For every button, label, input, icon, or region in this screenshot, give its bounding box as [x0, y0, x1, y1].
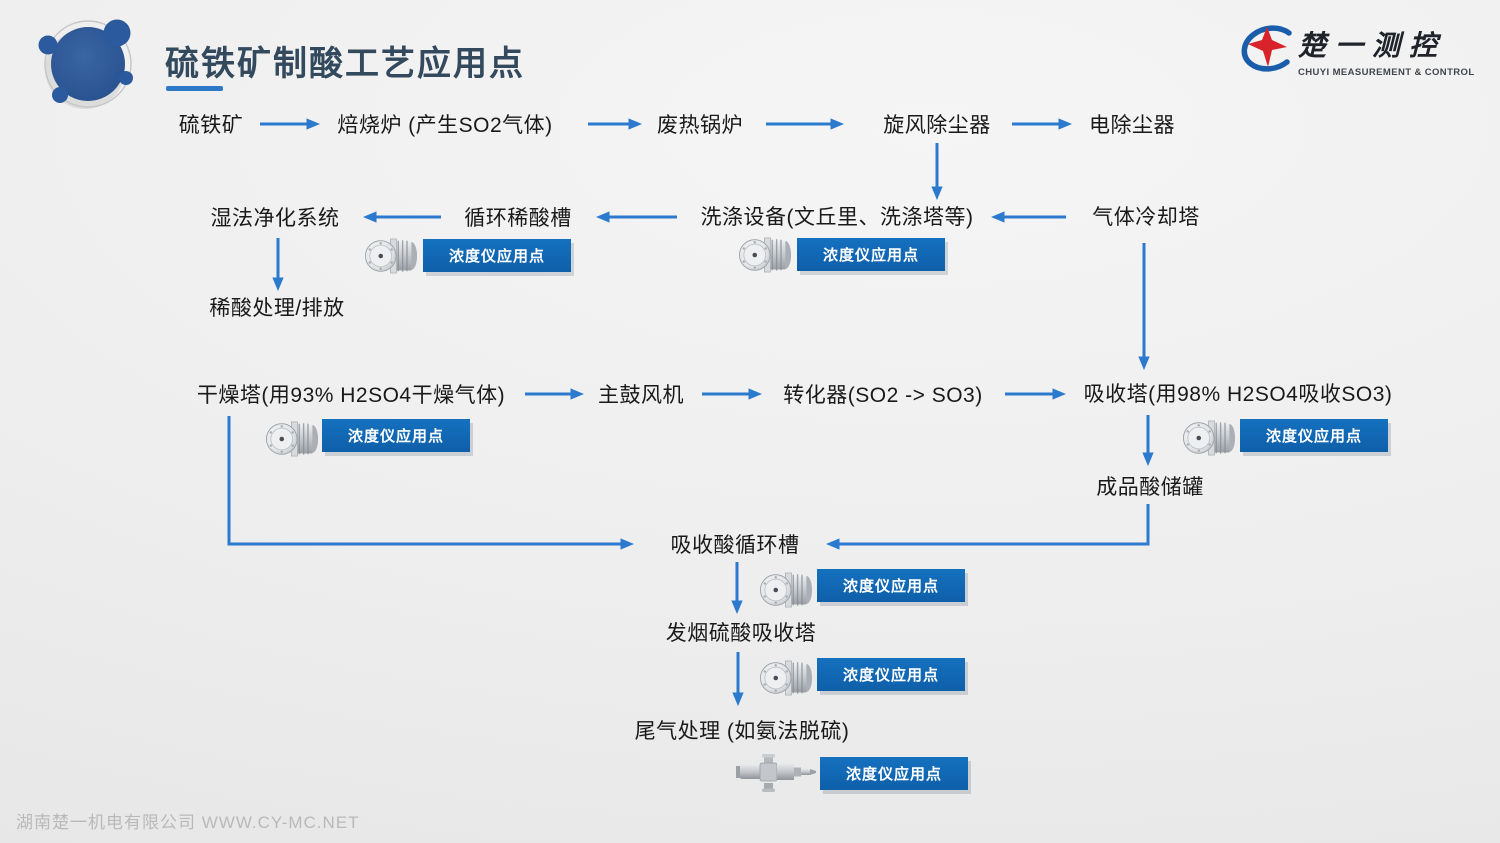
- concentration-sensor-icon: [1183, 413, 1239, 463]
- concentration-badge: 浓度仪应用点: [322, 419, 470, 452]
- concentration-badge: 浓度仪应用点: [817, 569, 965, 602]
- node-roaster: 焙烧炉 (产生SO2气体): [337, 114, 553, 137]
- arrow-product-tank-to-circ-tank: [825, 504, 1150, 550]
- node-waste-heat-boiler: 废热锅炉: [657, 114, 743, 137]
- concentration-sensor-icon: [266, 414, 322, 464]
- concentration-sensor-icon: [760, 653, 816, 703]
- molecule-logo-icon: [38, 19, 133, 109]
- node-esp: 电除尘器: [1089, 114, 1175, 137]
- title-underline: [166, 86, 223, 91]
- node-product-acid-tank: 成品酸储罐: [1096, 476, 1204, 499]
- node-wet-purification: 湿法净化系统: [210, 207, 340, 230]
- node-cyclone: 旋风除尘器: [883, 114, 991, 137]
- node-absorption-circ-tank: 吸收酸循环槽: [670, 534, 800, 557]
- arrow-dryer-to-circ-tank: [227, 416, 635, 550]
- concentration-badge: 浓度仪应用点: [820, 757, 968, 790]
- page-title: 硫铁矿制酸工艺应用点: [165, 45, 525, 83]
- footer-company: 湖南楚一机电有限公司 WWW.CY-MC.NET: [16, 813, 360, 832]
- concentration-badge: 浓度仪应用点: [817, 658, 965, 691]
- concentration-badge: 浓度仪应用点: [423, 239, 571, 272]
- node-gas-cooling-tower: 气体冷却塔: [1092, 206, 1200, 229]
- brand-logo-icon: [1241, 25, 1292, 72]
- brand-name: 楚一测控: [1298, 30, 1447, 61]
- node-dilute-acid-tank: 循环稀酸槽: [464, 207, 572, 230]
- concentration-badge: 浓度仪应用点: [1240, 419, 1388, 452]
- node-absorption-tower: 吸收塔(用98% H2SO4吸收SO3): [1083, 383, 1393, 406]
- node-drying-tower: 干燥塔(用93% H2SO4干燥气体): [196, 384, 506, 407]
- node-pyrite: 硫铁矿: [178, 114, 244, 137]
- concentration-sensor-icon: [739, 230, 795, 280]
- node-main-blower: 主鼓风机: [598, 384, 684, 407]
- concentration-badge: 浓度仪应用点: [797, 238, 945, 271]
- node-dilute-acid-disposal: 稀酸处理/排放: [209, 297, 345, 320]
- inline-sensor-icon: [735, 753, 819, 793]
- concentration-sensor-icon: [760, 565, 816, 615]
- brand-block: 楚一测控 CHUYI MEASUREMENT & CONTROL: [1298, 24, 1475, 78]
- node-oleum-tower: 发烟硫酸吸收塔: [665, 622, 817, 645]
- node-converter: 转化器(SO2 -> SO3): [783, 384, 983, 407]
- node-washer: 洗涤设备(文丘里、洗涤塔等): [700, 206, 974, 229]
- node-tail-gas: 尾气处理 (如氨法脱硫): [634, 720, 850, 743]
- brand-tagline: CHUYI MEASUREMENT & CONTROL: [1298, 67, 1475, 78]
- concentration-sensor-icon: [365, 231, 421, 281]
